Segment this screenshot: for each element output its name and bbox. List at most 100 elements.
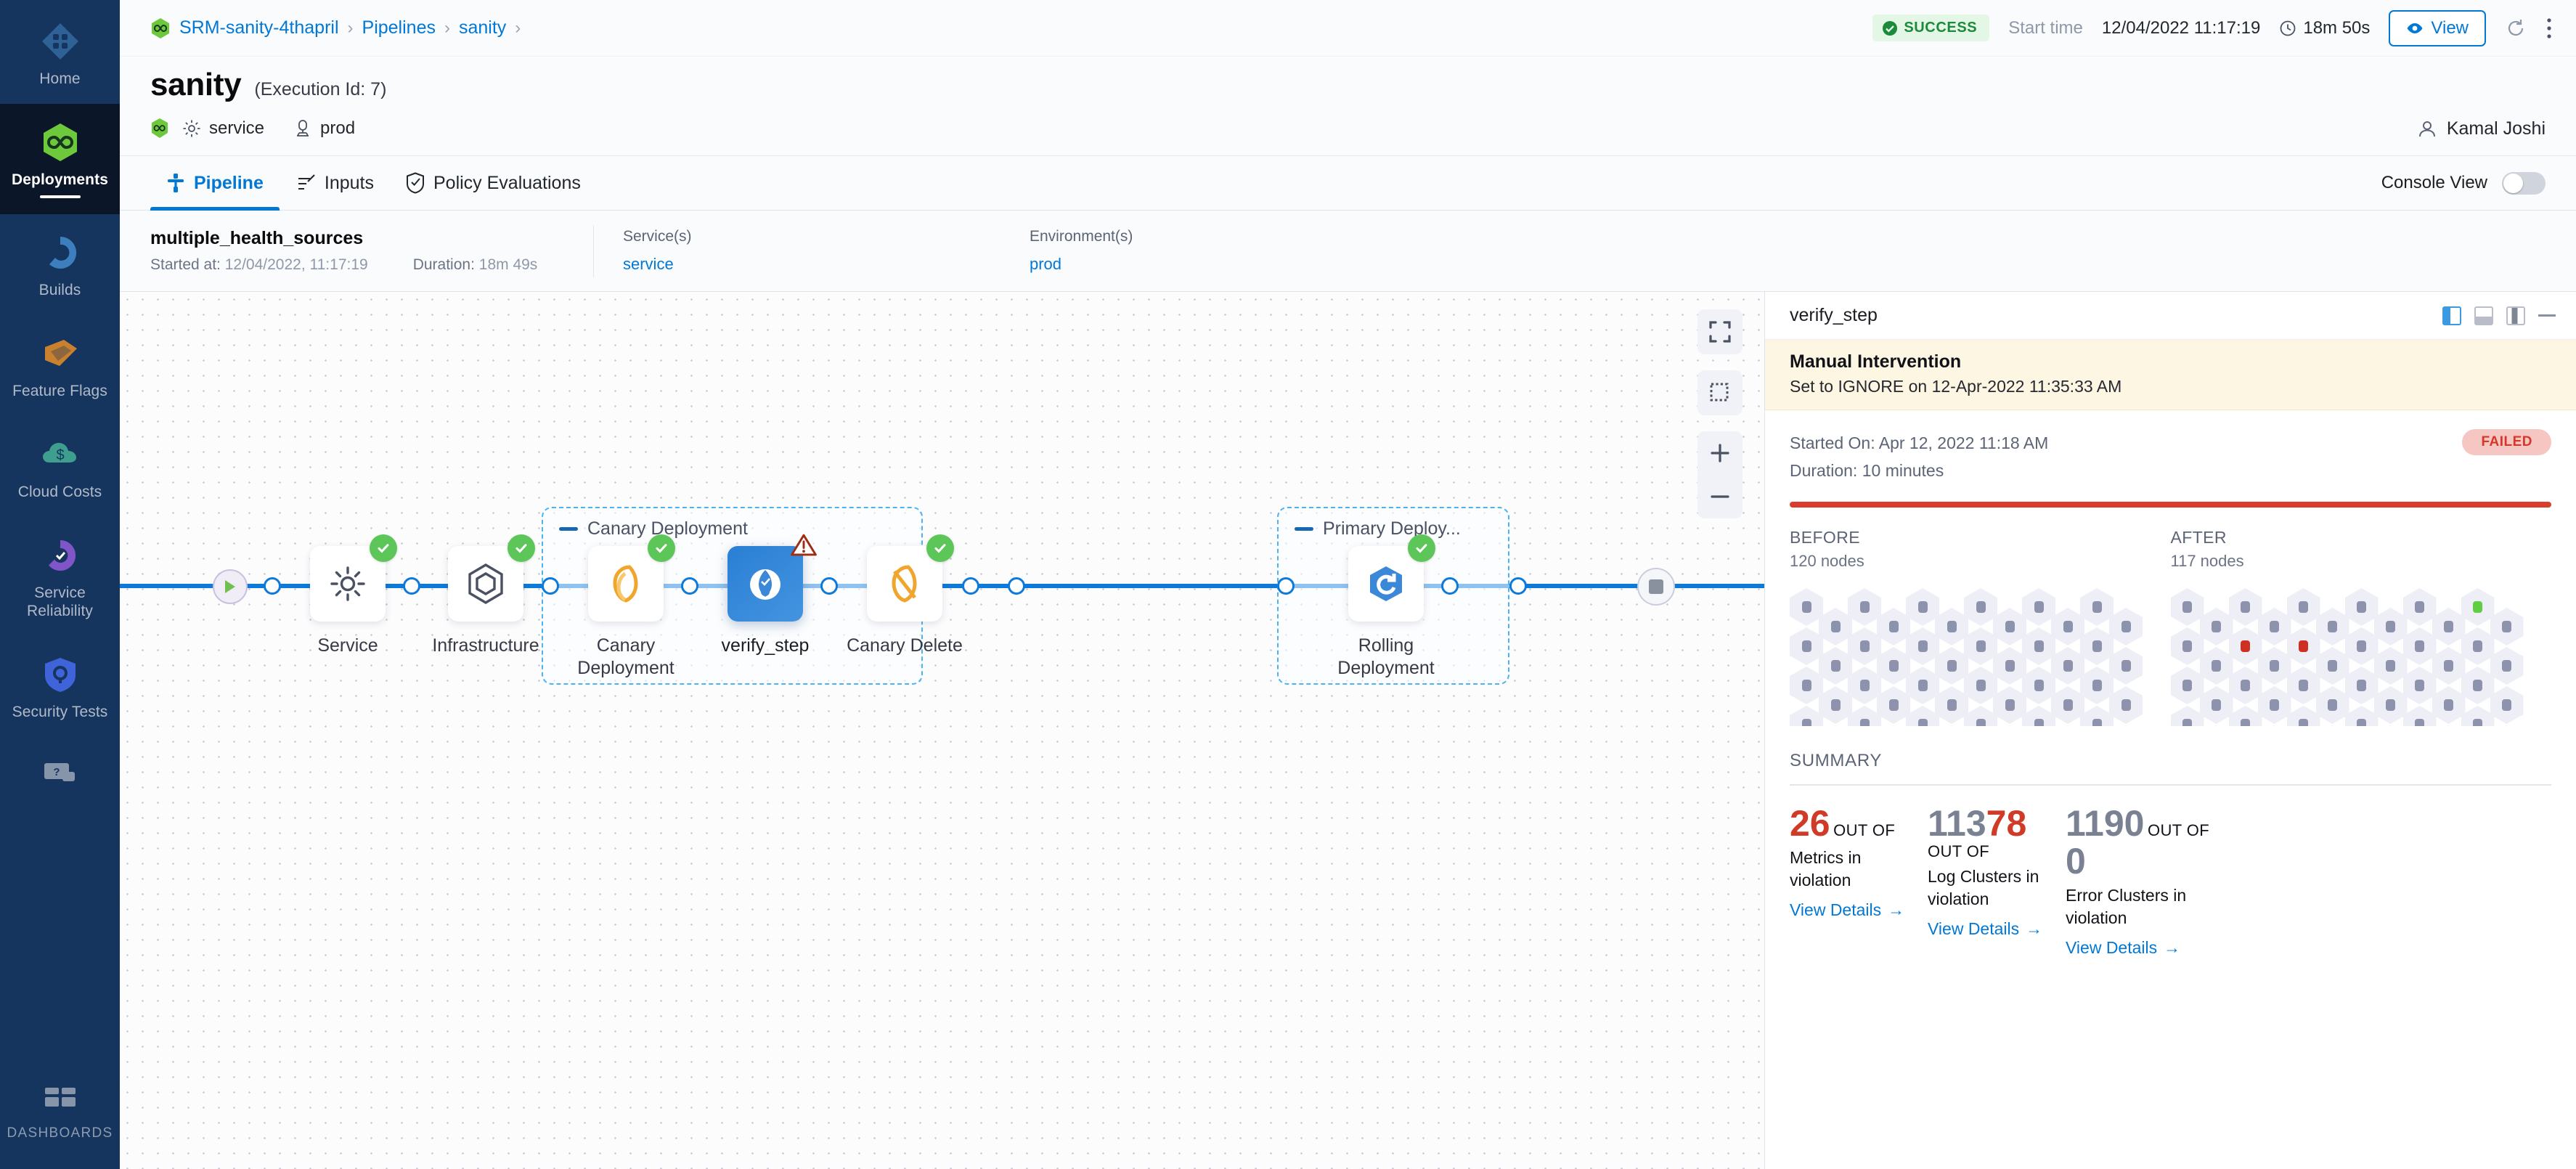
collapse-dash-icon[interactable] [1295,527,1313,531]
hive-node[interactable] [2432,608,2466,645]
pipeline-node-canary-delete[interactable]: Canary Delete [847,534,972,657]
hive-node[interactable] [1964,667,1997,704]
hive-node[interactable] [2315,647,2349,685]
hive-node[interactable] [2490,725,2524,726]
hive-node[interactable] [2315,608,2349,645]
hive-node[interactable] [1819,608,1852,645]
pipeline-canvas[interactable]: Canary Deployment Primary Deploy... [120,292,1764,1169]
hive-node[interactable] [2080,627,2114,665]
hive-node[interactable] [2373,647,2408,685]
hive-node[interactable] [1877,647,1910,685]
hive-node[interactable] [2170,588,2204,626]
hive-node[interactable] [2402,588,2437,626]
hive-node[interactable] [1906,667,1939,704]
hive-node[interactable] [2461,627,2495,665]
hive-node[interactable] [1848,627,1881,665]
service-chip[interactable]: service [182,118,264,139]
hive-node[interactable] [1790,588,1823,626]
hive-node[interactable] [2490,608,2524,645]
hive-node[interactable] [2373,725,2408,726]
hive-node[interactable] [2022,588,2055,626]
hive-node[interactable] [2199,686,2233,724]
hive-node[interactable] [2051,647,2084,685]
hive-node[interactable] [2286,627,2320,665]
hive-node[interactable] [1877,608,1910,645]
hive-node[interactable] [2228,588,2262,626]
hive-node[interactable] [1993,608,2026,645]
hive-node[interactable] [2257,686,2291,724]
hive-node[interactable] [2109,647,2143,685]
hive-node[interactable] [1993,647,2026,685]
hive-node[interactable] [1819,725,1852,726]
node-box[interactable] [1348,534,1435,622]
hive-node[interactable] [1848,588,1881,626]
hive-node[interactable] [1906,627,1939,665]
hive-node[interactable] [2170,667,2204,704]
pipeline-node-service[interactable]: Service [310,534,415,657]
summary-view-details-link[interactable]: View Details → [1928,919,2042,939]
hive-node[interactable] [2432,725,2466,726]
hive-node[interactable] [1819,647,1852,685]
environment-chip[interactable]: prod [293,118,355,139]
user-display[interactable]: Kamal Joshi [2417,118,2546,139]
hive-node[interactable] [2315,725,2349,726]
zoom-out-icon[interactable] [1697,475,1743,518]
zoom-in-icon[interactable] [1697,431,1743,475]
tab-pipeline[interactable]: Pipeline [150,156,280,211]
hive-node[interactable] [1848,667,1881,704]
after-node-hive[interactable] [2170,588,2534,726]
sidebar-item-feature-flags[interactable]: Feature Flags [0,315,120,416]
pipeline-start-node[interactable] [213,569,248,604]
environments-value[interactable]: prod [1030,255,1062,273]
node-box[interactable] [448,534,535,622]
hive-node[interactable] [2228,667,2262,704]
collapse-dash-icon[interactable] [559,527,578,531]
hive-node[interactable] [2286,588,2320,626]
hive-node[interactable] [2080,667,2114,704]
sidebar-item-dashboards[interactable]: DASHBOARDS [0,1059,120,1169]
services-value[interactable]: service [623,255,674,273]
view-button[interactable]: View [2389,9,2486,46]
before-node-hive[interactable] [1790,588,2153,726]
sidebar-item-help[interactable]: ? [0,737,120,820]
sidebar-item-cloud-costs[interactable]: $ Cloud Costs [0,416,120,517]
sidebar-item-deployments[interactable]: Deployments [0,104,120,214]
hive-node[interactable] [2373,686,2408,724]
fit-screen-icon[interactable] [1697,309,1743,354]
node-box[interactable] [727,534,817,622]
hive-node[interactable] [1935,647,1968,685]
hive-node[interactable] [1964,588,1997,626]
hive-node[interactable] [2051,608,2084,645]
hive-node[interactable] [2461,588,2495,626]
node-box[interactable] [310,534,397,622]
hive-node[interactable] [2257,725,2291,726]
hive-node[interactable] [2402,627,2437,665]
hive-node[interactable] [1877,725,1910,726]
hive-node[interactable] [1964,627,1997,665]
hive-node[interactable] [1993,725,2026,726]
hive-node[interactable] [2344,627,2379,665]
hive-node[interactable] [2199,608,2233,645]
hive-node[interactable] [2461,667,2495,704]
hive-node[interactable] [1790,627,1823,665]
hive-node[interactable] [2315,686,2349,724]
hive-node[interactable] [2109,725,2143,726]
hive-node[interactable] [2109,686,2143,724]
hive-node[interactable] [2199,725,2233,726]
hive-node[interactable] [2490,686,2524,724]
sidebar-item-builds[interactable]: Builds [0,214,120,315]
hive-node[interactable] [1819,686,1852,724]
node-box[interactable] [867,534,954,622]
pipeline-node-canary-deployment[interactable]: Canary Deployment [577,534,693,680]
tab-inputs[interactable]: Inputs [280,156,390,210]
sidebar-item-security-tests[interactable]: Security Tests [0,636,120,737]
panel-center-icon[interactable] [2506,306,2525,325]
hive-node[interactable] [2022,627,2055,665]
hive-node[interactable] [2432,647,2466,685]
hive-node[interactable] [2257,647,2291,685]
panel-bottom-icon[interactable] [2474,306,2493,325]
sidebar-item-service-reliability[interactable]: Service Reliability [0,517,120,636]
hive-node[interactable] [2170,627,2204,665]
hive-node[interactable] [1906,588,1939,626]
hive-node[interactable] [2051,686,2084,724]
